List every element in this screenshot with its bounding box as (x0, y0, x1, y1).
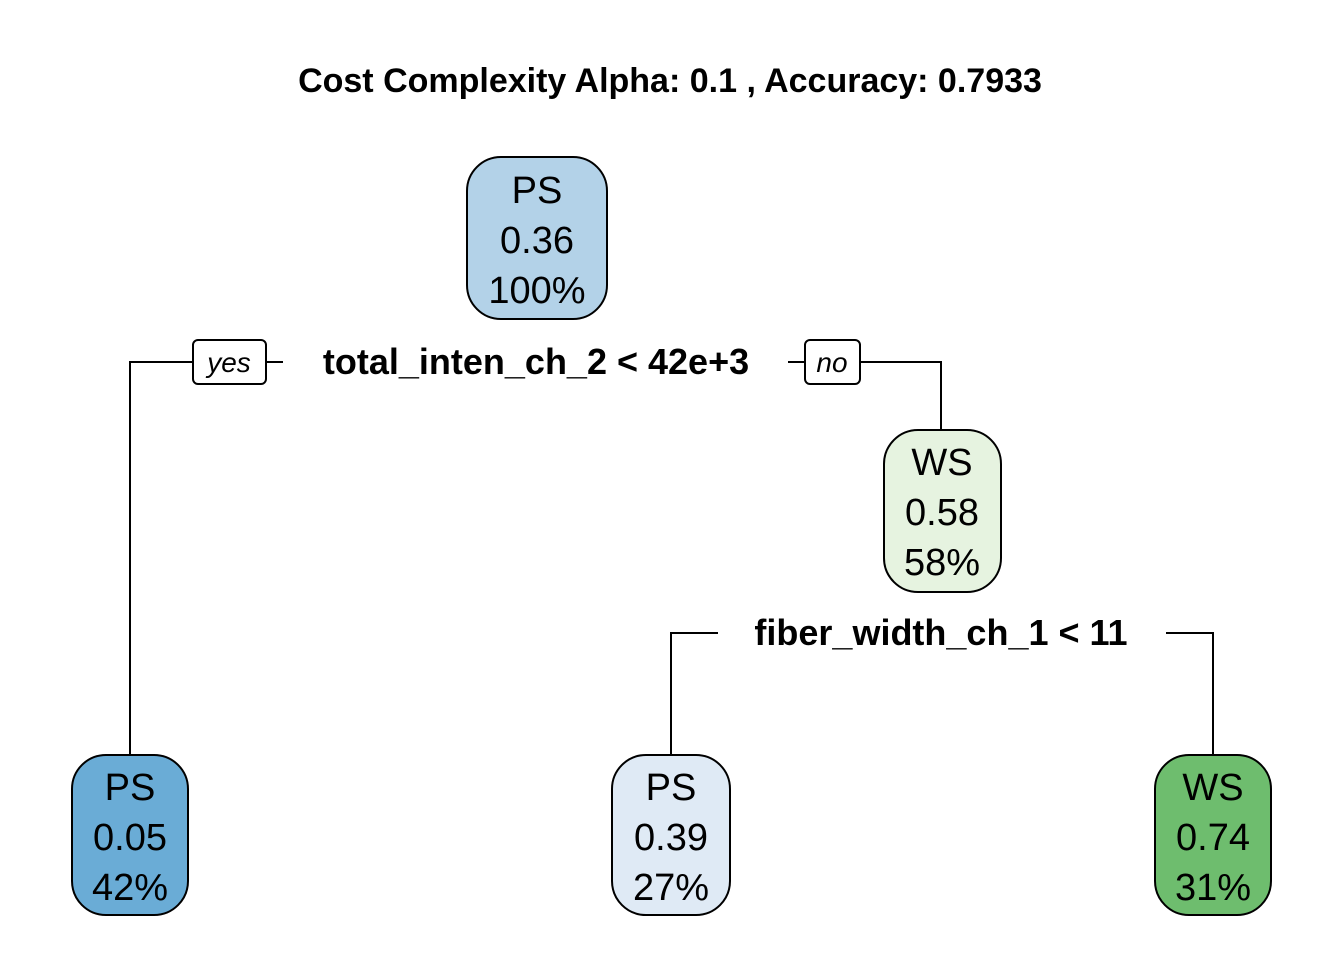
node-right-right-box (1154, 754, 1272, 916)
node-right-left-prob: 0.39 (634, 817, 708, 859)
branch-yes-box (192, 339, 267, 385)
node-root-pct: 100% (488, 270, 585, 312)
node-right-left-pct: 27% (633, 867, 709, 909)
node-right-left-box (611, 754, 731, 916)
node-right-class: WS (911, 442, 972, 484)
node-root-class: PS (512, 170, 563, 212)
plot-title: Cost Complexity Alpha: 0.1 , Accuracy: 0… (298, 62, 1042, 100)
node-root-box (466, 156, 608, 320)
edge-root-left (129, 361, 193, 758)
node-right-box (883, 429, 1002, 593)
node-left-class: PS (105, 767, 156, 809)
edge-root-right (860, 361, 942, 432)
edge-right-right (1166, 632, 1214, 758)
node-left-pct: 42% (92, 867, 168, 909)
node-right: WS 0.58 58% (883, 429, 1002, 593)
node-right-right-leaf: WS 0.74 31% (1154, 754, 1272, 916)
branch-no: no (804, 339, 861, 385)
edge-right-left (670, 632, 718, 758)
node-left-leaf: PS 0.05 42% (71, 754, 189, 916)
split-right-label: fiber_width_ch_1 < 11 (754, 612, 1127, 653)
node-right-pct: 58% (904, 542, 980, 584)
node-left-box (71, 754, 189, 916)
branch-yes: yes (192, 339, 267, 385)
tree-edges (129, 361, 1214, 758)
branch-no-label: no (816, 347, 847, 378)
node-right-prob: 0.58 (905, 492, 979, 534)
node-right-right-prob: 0.74 (1176, 817, 1250, 859)
node-right-left-class: PS (646, 767, 697, 809)
split-root-label: total_inten_ch_2 < 42e+3 (323, 341, 749, 382)
node-right-right-class: WS (1182, 767, 1243, 809)
node-right-right-pct: 31% (1175, 867, 1251, 909)
node-root-prob: 0.36 (500, 220, 574, 262)
node-right-left-leaf: PS 0.39 27% (611, 754, 731, 916)
branch-no-box (804, 339, 861, 385)
branch-yes-label: yes (205, 347, 251, 378)
node-root: PS 0.36 100% (466, 156, 608, 320)
node-left-prob: 0.05 (93, 817, 167, 859)
